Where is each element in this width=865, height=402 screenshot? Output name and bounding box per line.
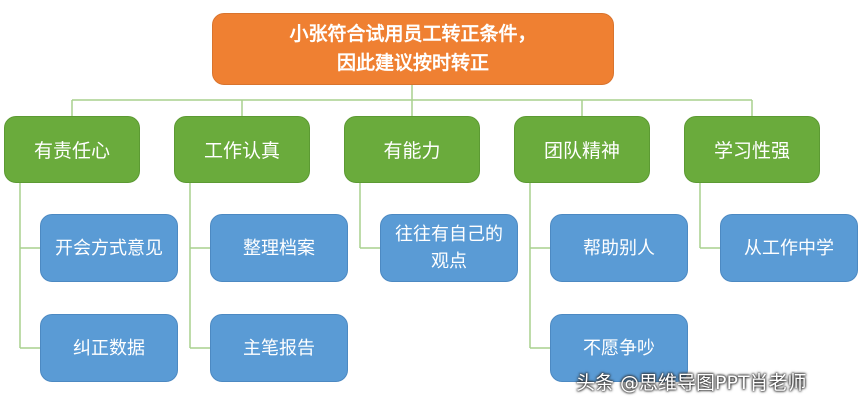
category-node-ability: 有能力 bbox=[344, 116, 480, 183]
root-line-2: 因此建议按时转正 bbox=[336, 52, 489, 74]
category-label: 团队精神 bbox=[543, 140, 620, 162]
leaf-label: 主笔报告 bbox=[243, 337, 315, 359]
leaf-node: 整理档案 bbox=[210, 214, 348, 282]
leaf-label: 帮助别人 bbox=[583, 237, 655, 259]
category-label: 有责任心 bbox=[33, 140, 110, 162]
leaf-node: 从工作中学 bbox=[720, 214, 858, 282]
leaf-label: 不愿争吵 bbox=[583, 337, 655, 359]
root-node: 小张符合试用员工转正条件， 因此建议按时转正 bbox=[212, 13, 614, 85]
category-node-diligence: 工作认真 bbox=[174, 116, 310, 183]
leaf-label: 开会方式意见 bbox=[55, 237, 163, 259]
category-label: 工作认真 bbox=[203, 140, 280, 162]
leaf-label: 纠正数据 bbox=[73, 337, 145, 359]
leaf-node: 往往有自己的观点 bbox=[380, 214, 518, 282]
leaf-node: 主笔报告 bbox=[210, 314, 348, 382]
watermark-text: 头条 @思维导图PPT肖老师 bbox=[576, 372, 807, 394]
root-line-1: 小张符合试用员工转正条件， bbox=[289, 23, 537, 45]
category-node-learning: 学习性强 bbox=[684, 116, 820, 183]
leaf-node: 不愿争吵 bbox=[550, 314, 688, 382]
category-node-teamwork: 团队精神 bbox=[514, 116, 650, 183]
leaf-node: 开会方式意见 bbox=[40, 214, 178, 282]
leaf-label: 从工作中学 bbox=[744, 237, 834, 259]
category-node-responsibility: 有责任心 bbox=[4, 116, 140, 183]
leaf-label: 整理档案 bbox=[243, 237, 315, 259]
leaf-node: 纠正数据 bbox=[40, 314, 178, 382]
leaf-node: 帮助别人 bbox=[550, 214, 688, 282]
leaf-label: 往往有自己的观点 bbox=[395, 224, 503, 272]
category-label: 有能力 bbox=[383, 140, 441, 162]
category-label: 学习性强 bbox=[713, 140, 790, 162]
